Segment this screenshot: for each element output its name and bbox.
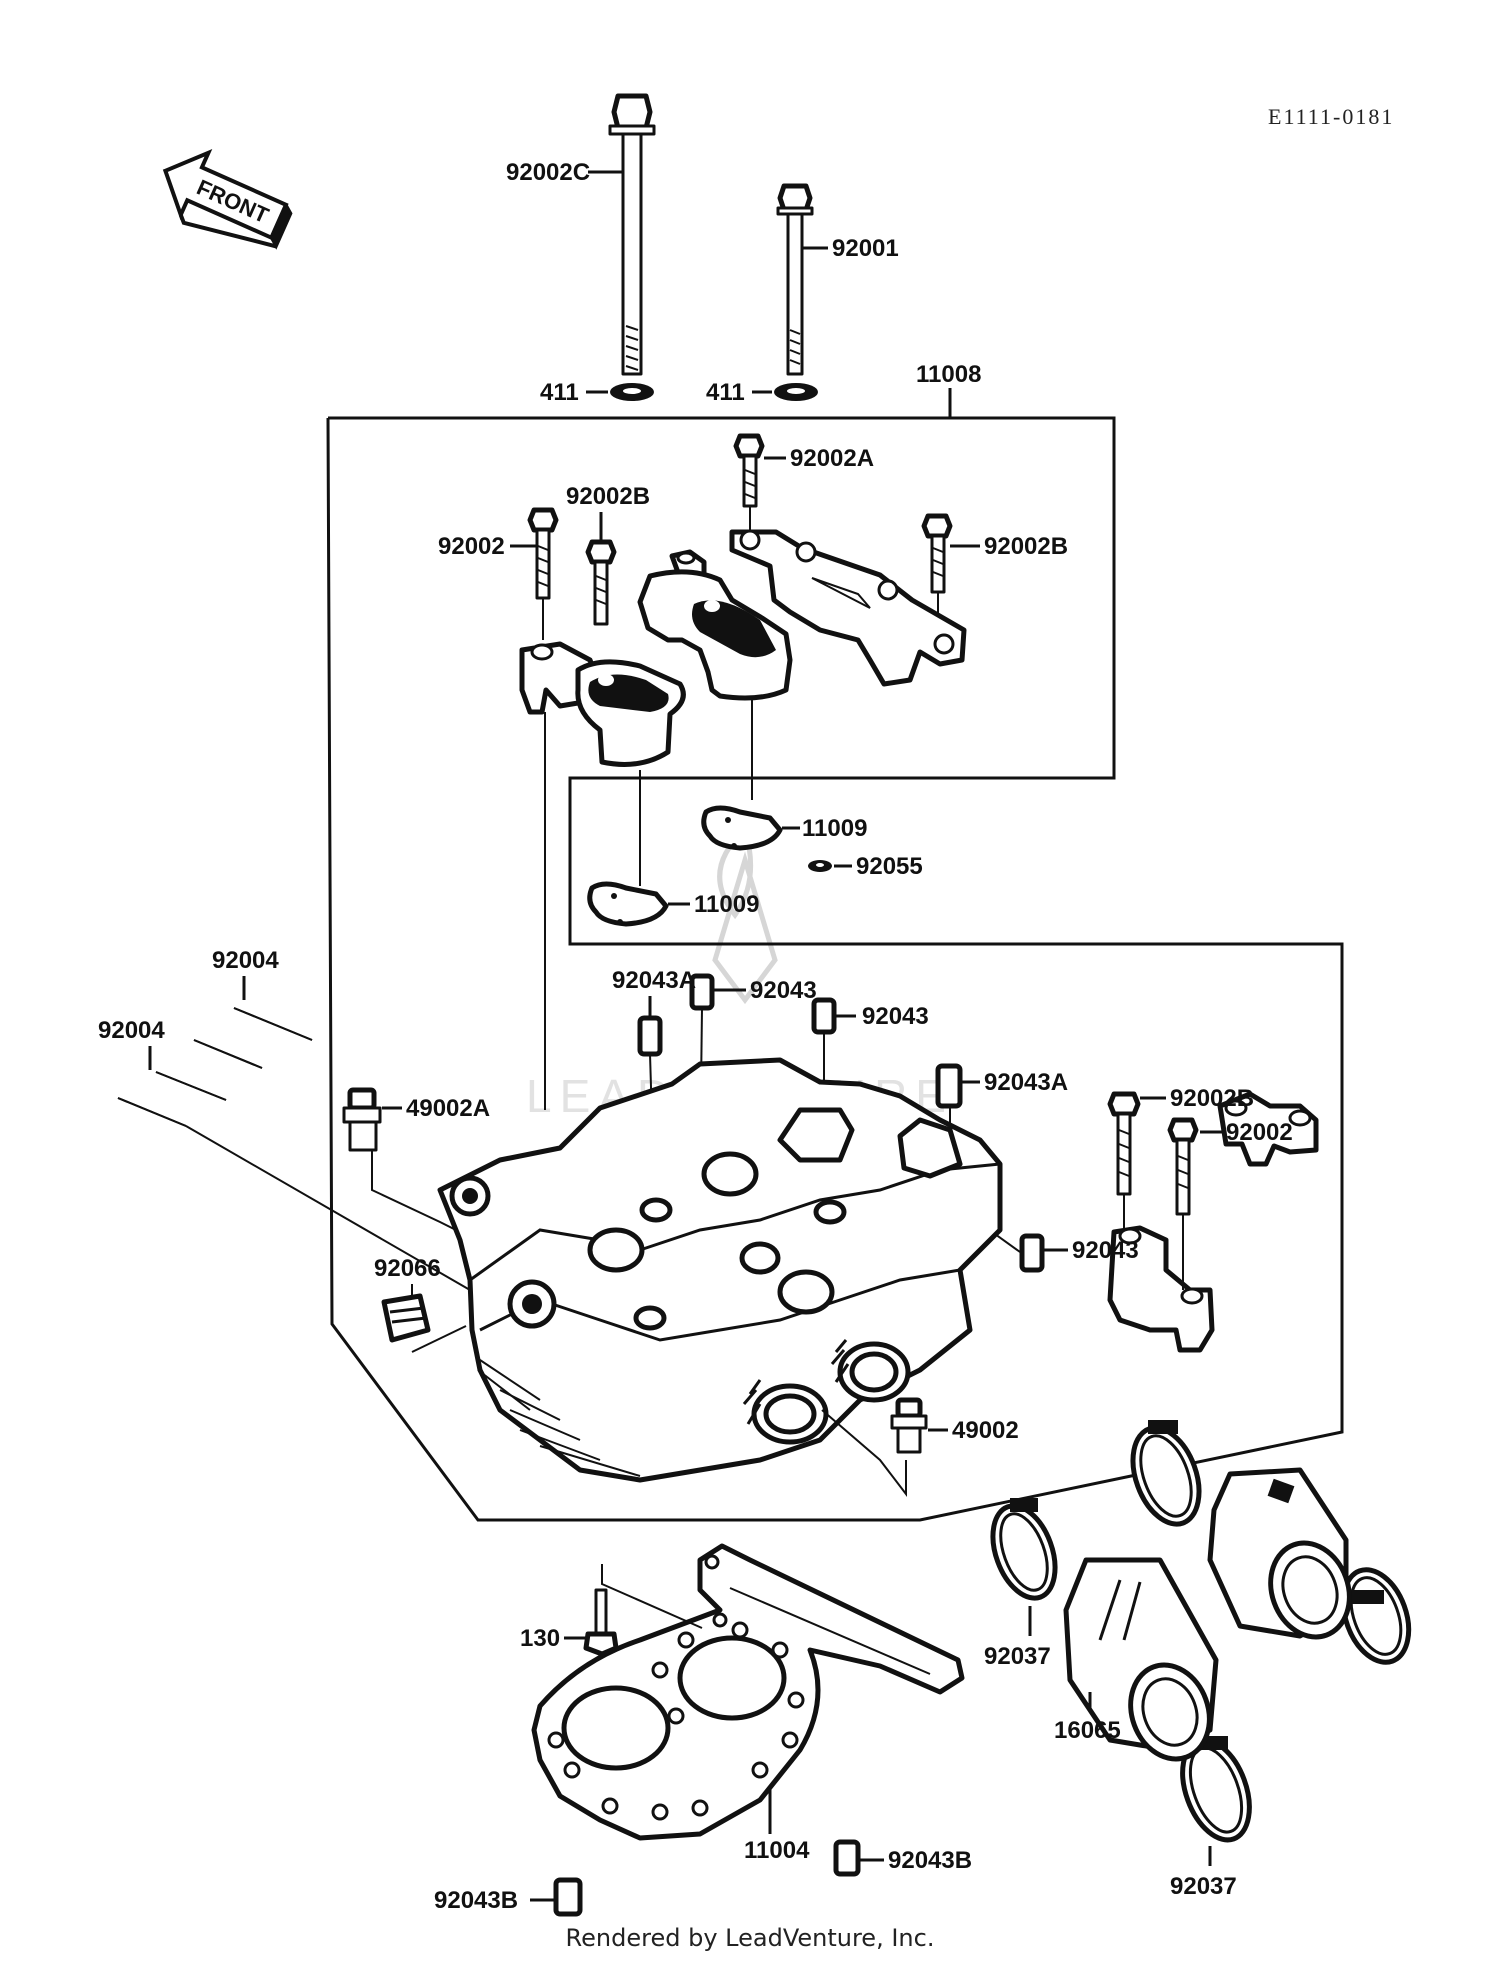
label-92066: 92066 (374, 1255, 441, 1282)
label-92043-3: 92043 (1072, 1237, 1139, 1264)
label-92043a-upper: 92043A (612, 967, 696, 994)
label-16065: 16065 (1054, 1717, 1121, 1744)
footer-credit: Rendered by LeadVenture, Inc. (566, 1924, 935, 1952)
label-11009-lower: 11009 (694, 891, 759, 918)
bolt-92002-side (1167, 1117, 1222, 1290)
plug-49002 (821, 1397, 948, 1497)
washer-411-b (752, 383, 818, 401)
label-49002a: 49002A (406, 1095, 490, 1122)
camshaft-cap-right (729, 529, 967, 687)
label-92002c: 92002C (506, 159, 590, 186)
bolt-130 (564, 1564, 703, 1657)
label-49002: 49002 (952, 1417, 1019, 1444)
label-92002b-right: 92002B (984, 533, 1068, 560)
dowel-92043b-2 (530, 1877, 583, 1917)
camshaft-cap-left (519, 641, 686, 1110)
label-92004-lower: 92004 (98, 1017, 165, 1044)
label-92055: 92055 (856, 853, 923, 880)
label-92002a: 92002A (790, 445, 874, 472)
gasket-11009-lower (587, 770, 690, 927)
label-92001: 92001 (832, 235, 899, 262)
carburetor-holder-16065-rear (1207, 1467, 1352, 1640)
carburetor-holder-16065-front (1063, 1557, 1219, 1762)
bolt-92002a (733, 433, 786, 530)
dowel-92043b-1 (833, 1839, 884, 1877)
washer-92055 (808, 860, 852, 872)
diagram-code: E1111-0181 (1268, 104, 1394, 129)
part-labels: 92002C 92001 411 411 11008 92002A 92002B… (98, 159, 1293, 1914)
label-92002-upper: 92002 (438, 533, 505, 560)
clamp-92037-lower (1180, 1736, 1252, 1843)
label-11008: 11008 (916, 361, 981, 388)
label-11004: 11004 (744, 1837, 810, 1864)
bolt-92002c (588, 93, 656, 376)
label-92004-upper: 92004 (212, 947, 279, 974)
camshaft-cap-side (1107, 1091, 1319, 1353)
cylinder-head (437, 1057, 1003, 1483)
washer-411-a (586, 383, 654, 401)
bolt-92002b-right (921, 513, 980, 616)
bolt-92001 (776, 183, 828, 376)
label-92002b-upper: 92002B (566, 483, 650, 510)
label-92002-side: 92002 (1226, 1119, 1293, 1146)
plug-92066 (381, 1284, 467, 1353)
label-130: 130 (520, 1625, 560, 1652)
gasket-11009-upper (701, 805, 800, 851)
clamp-92037-rear-lower (1340, 1567, 1412, 1665)
bolt-92002-left (510, 507, 559, 640)
label-92043b-right: 92043B (888, 1847, 972, 1874)
camshaft-cap-middle (637, 549, 793, 800)
label-411-a: 411 (540, 379, 579, 406)
label-411-b: 411 (706, 379, 745, 406)
clamp-92037-rear-upper (1130, 1420, 1202, 1527)
studs-92004 (117, 976, 471, 1291)
label-11009-upper: 11009 (802, 815, 867, 842)
label-92002b-side: 92002B (1170, 1085, 1254, 1112)
label-92043a-lower: 92043A (984, 1069, 1068, 1096)
label-92043-2: 92043 (862, 1003, 929, 1030)
label-92037-2: 92037 (1170, 1873, 1237, 1900)
label-92043b-left: 92043B (434, 1887, 518, 1914)
clamp-92037-upper (990, 1498, 1058, 1601)
plug-49002a (342, 1087, 521, 1263)
assembly-11008-outline (326, 388, 1344, 1522)
dowel-92043-1 (689, 973, 746, 1171)
bolt-92002b-left (585, 512, 617, 626)
bolt-92002b-side (1107, 1091, 1166, 1230)
label-92037-1: 92037 (984, 1643, 1051, 1670)
label-92043-1: 92043 (750, 977, 817, 1004)
front-arrow-icon: FRONT (162, 148, 293, 250)
